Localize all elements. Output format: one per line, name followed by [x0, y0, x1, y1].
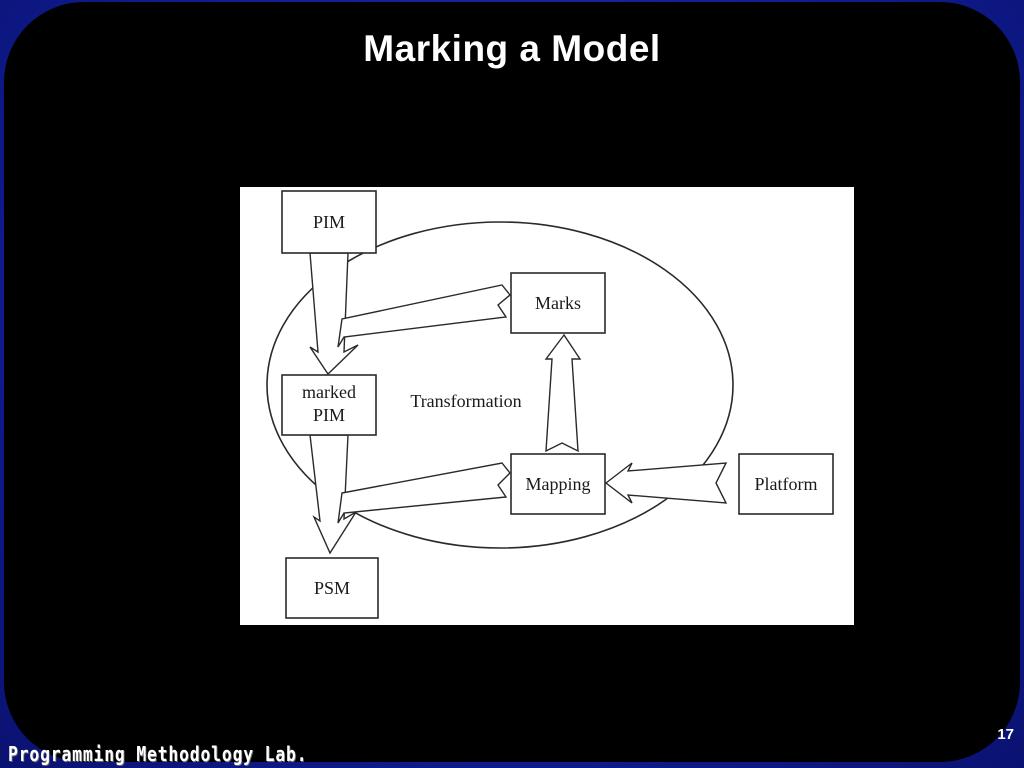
box-marks: Marks [510, 272, 606, 334]
box-pim: PIM [281, 190, 377, 254]
box-platform-label: Platform [755, 474, 818, 494]
arrow-marked-pim-to-psm [309, 434, 357, 555]
box-platform: Platform [738, 453, 834, 515]
diagram-canvas: PIM Marks marked PIM Transformation Mapp… [266, 190, 834, 619]
box-marked-pim: marked PIM [281, 374, 377, 436]
box-marks-label: Marks [535, 293, 581, 313]
slide-title: Marking a Model [363, 28, 661, 69]
arrow-marks-to-pim-stream [337, 284, 511, 348]
transformation-ellipse [266, 221, 734, 549]
transformation-label: Transformation [410, 391, 521, 411]
box-marked-pim-label-line2: PIM [313, 405, 345, 425]
arrow-mapping-to-marked-stream [337, 462, 511, 524]
arrow-platform-to-mapping [604, 462, 728, 504]
footer-lab-name: Programming Methodology Lab. [8, 742, 308, 766]
arrow-pim-to-marked-pim [309, 252, 359, 376]
arrow-mapping-to-marks [544, 333, 582, 453]
box-pim-label: PIM [313, 212, 345, 232]
box-mapping: Mapping [510, 453, 606, 515]
diagram-figure: PIM Marks marked PIM Transformation Mapp… [240, 187, 854, 625]
box-mapping-label: Mapping [526, 474, 591, 494]
box-psm-label: PSM [314, 578, 350, 598]
box-psm: PSM [285, 557, 379, 619]
page-number: 17 [997, 726, 1014, 743]
box-marked-pim-label-line1: marked [302, 382, 356, 402]
